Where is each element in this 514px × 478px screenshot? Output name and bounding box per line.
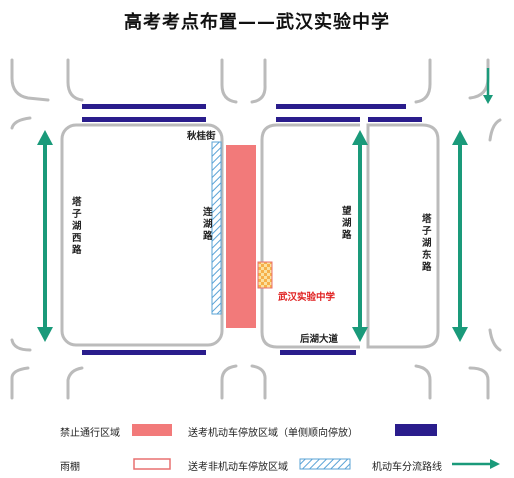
road-left-upper: [10, 116, 32, 130]
route-arrowhead: [352, 327, 368, 342]
parking-bar: [280, 350, 356, 355]
legend-swatch-motor-route: [452, 459, 500, 469]
rain-shelter: [257, 261, 273, 289]
legend-label-motor-parking: 送考机动车停放区域（单侧顺向停放）: [188, 428, 358, 439]
road-corner-top-right-outer: [468, 58, 490, 100]
road-corner-bottom-left-outer: [10, 366, 30, 400]
block-far-right: [366, 123, 440, 349]
road-corner-bottom-right-inner: [414, 364, 432, 400]
legend-swatch-nonmotor-parking: [299, 458, 351, 470]
page-title: 高考考点布置——武汉实验中学: [124, 12, 390, 33]
label-wanghu-road: 望湖路: [342, 205, 352, 241]
parking-bar: [276, 117, 360, 122]
parking-bar: [82, 117, 206, 122]
block-left: [60, 123, 224, 347]
no-entry-zone: [226, 145, 256, 328]
road-corner-top-mid-right: [250, 58, 267, 104]
legend-swatch-rain-shelter: [133, 458, 171, 470]
road-right-upper: [488, 118, 502, 142]
legend-label-nonmotor-parking: 送考非机动车停放区域: [188, 462, 288, 473]
legend-swatch-motor-parking: [395, 424, 437, 436]
label-houhu-avenue: 后湖大道: [300, 333, 339, 345]
block-right: [260, 123, 360, 349]
road-corner-top-left-inner: [66, 58, 84, 102]
legend-label-no-entry: 禁止通行区域: [60, 428, 120, 439]
road-corner-bottom-mid-right: [250, 364, 267, 400]
road-corner-top-right-inner: [414, 58, 432, 104]
label-lianhu-road: 连湖路: [203, 206, 213, 242]
route-arrowhead: [452, 327, 468, 342]
label-tazi-lake-west-road: 塔子湖西路: [72, 196, 82, 256]
motor-diversion-routes: [37, 68, 493, 342]
road-right-lower: [488, 328, 502, 352]
road-corner-bottom-left-inner: [66, 366, 84, 400]
road-corner-top-mid-left: [220, 58, 238, 104]
legend-swatch-no-entry: [132, 424, 172, 436]
route-arrowhead: [37, 130, 53, 145]
parking-bar: [82, 104, 206, 109]
parking-bar: [368, 117, 422, 122]
road-corner-bottom-mid-left: [220, 364, 238, 400]
label-qiugui-street: 秋桂街: [186, 130, 216, 142]
route-arrowhead: [483, 95, 493, 104]
parking-bar: [82, 350, 206, 355]
legend-label-rain-shelter: 雨棚: [60, 462, 80, 473]
legend-label-motor-route: 机动车分流路线: [372, 462, 442, 473]
route-arrowhead: [352, 130, 368, 145]
label-tazi-lake-east-road: 塔子湖东路: [422, 213, 432, 273]
road-left-lower: [10, 338, 32, 352]
route-arrowhead: [452, 130, 468, 145]
parking-bar: [276, 104, 406, 109]
route-arrowhead: [37, 327, 53, 342]
road-corner-bottom-right-outer: [468, 366, 490, 400]
road-corner-top-left-outer: [10, 58, 50, 102]
nonmotor-parking-zone: [211, 141, 222, 315]
label-school: 武汉实验中学: [278, 291, 336, 303]
motor-parking-zones: [82, 104, 422, 355]
